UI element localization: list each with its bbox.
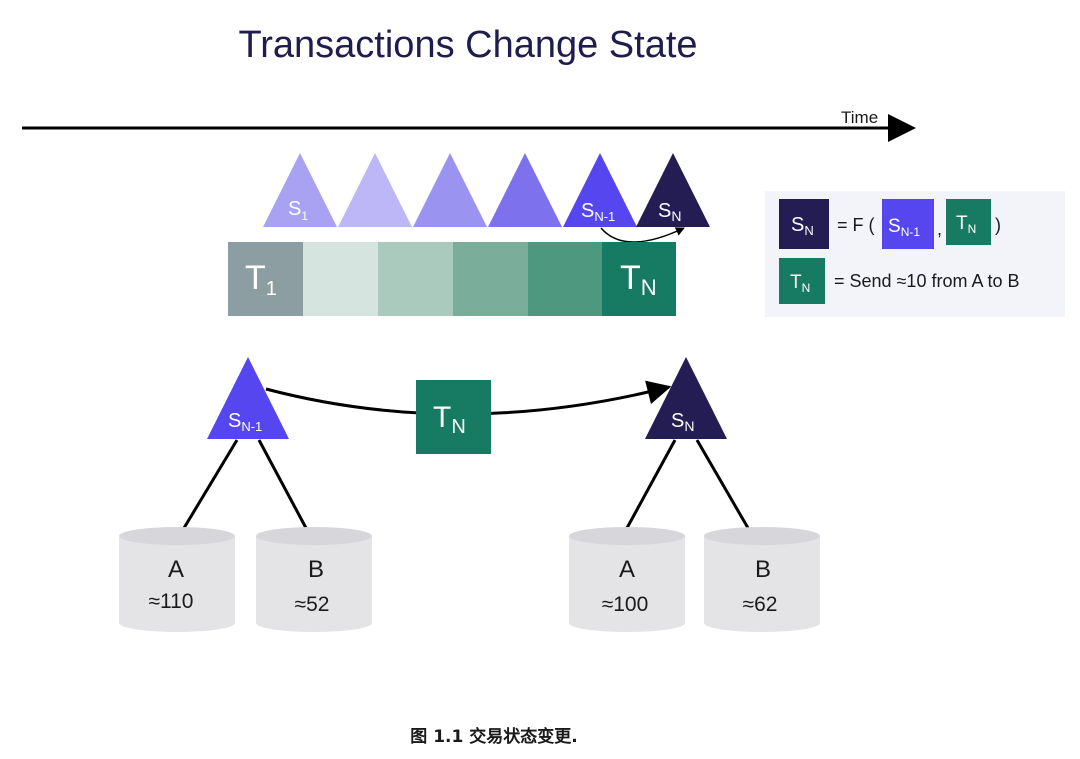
db-after-a: A ≈100 xyxy=(569,527,685,632)
next-link-a xyxy=(625,439,677,529)
next-link-b xyxy=(695,439,750,529)
timeline: Time xyxy=(22,108,916,142)
tx-box-1 xyxy=(228,242,303,316)
account-balance: ≈62 xyxy=(743,593,778,616)
account-balance: ≈52 xyxy=(295,593,330,616)
prev-state-label: SN-1 xyxy=(228,410,262,434)
legend-panel: SN = F ( SN-1 , TN ) TN = Send ≈10 from … xyxy=(765,191,1065,317)
legend-tx-label: TN xyxy=(956,213,976,236)
accounts-after: A ≈100 B ≈62 xyxy=(569,527,820,632)
state-transition: SN-1 TN SN xyxy=(182,357,750,529)
tx-box-2 xyxy=(303,242,378,316)
next-state-triangle xyxy=(645,357,727,439)
account-balance: ≈110 xyxy=(148,590,193,613)
legend-tx-def-label: TN xyxy=(790,272,810,295)
state-label-prev: SN-1 xyxy=(581,200,615,224)
transition-tx-label: TN xyxy=(433,401,466,438)
tx-label-last: TN xyxy=(620,259,657,300)
timeline-label: Time xyxy=(841,108,878,127)
transition-tx-box xyxy=(416,380,491,454)
state-label-last: SN xyxy=(658,200,681,224)
tx-box-4 xyxy=(453,242,528,316)
state-sequence: S1 SN-1 SN xyxy=(263,153,710,243)
legend-state-box xyxy=(779,199,829,249)
state-transition-arrow xyxy=(600,227,685,243)
diagram-title: Transactions Change State xyxy=(238,24,697,66)
account-name: B xyxy=(308,556,324,583)
state-triangle-2 xyxy=(338,153,412,227)
state-triangle-last xyxy=(636,153,710,227)
prev-state-triangle xyxy=(207,357,289,439)
state-triangle-3 xyxy=(413,153,487,227)
account-name: A xyxy=(168,556,184,583)
state-triangle-1 xyxy=(263,153,337,227)
legend-prev-state-box xyxy=(882,199,934,249)
db-before-a: A ≈110 xyxy=(119,527,235,632)
prev-link-b xyxy=(257,439,308,529)
tx-box-3 xyxy=(378,242,453,316)
accounts-before: A ≈110 B ≈52 xyxy=(119,527,372,632)
legend-prev-state-label: SN-1 xyxy=(888,216,920,239)
legend-tx-def-box xyxy=(779,258,825,304)
state-label-first: S1 xyxy=(288,198,308,223)
state-triangle-4 xyxy=(488,153,562,227)
legend-tx-description: = Send ≈10 from A to B xyxy=(834,271,1020,291)
legend-close-paren: ) xyxy=(995,215,1001,235)
timeline-arrowhead xyxy=(888,114,916,142)
db-before-b: B ≈52 xyxy=(256,527,372,632)
next-state-label: SN xyxy=(671,410,694,434)
legend-comma: , xyxy=(937,219,942,239)
legend-state-label: SN xyxy=(791,214,814,238)
transaction-sequence: T1 TN xyxy=(228,242,676,316)
tx-label-first: T1 xyxy=(245,259,277,300)
tx-box-5 xyxy=(528,242,602,316)
account-name: B xyxy=(755,556,771,583)
account-name: A xyxy=(619,556,635,583)
legend-tx-box xyxy=(946,199,991,245)
account-balance: ≈100 xyxy=(602,593,649,616)
tx-box-last xyxy=(602,242,676,316)
figure-caption: 图 1.1 交易状态变更. xyxy=(410,726,577,747)
prev-link-a xyxy=(182,439,239,529)
db-after-b: B ≈62 xyxy=(704,527,820,632)
legend-function: = F ( xyxy=(837,215,875,235)
state-triangle-prev xyxy=(563,153,637,227)
